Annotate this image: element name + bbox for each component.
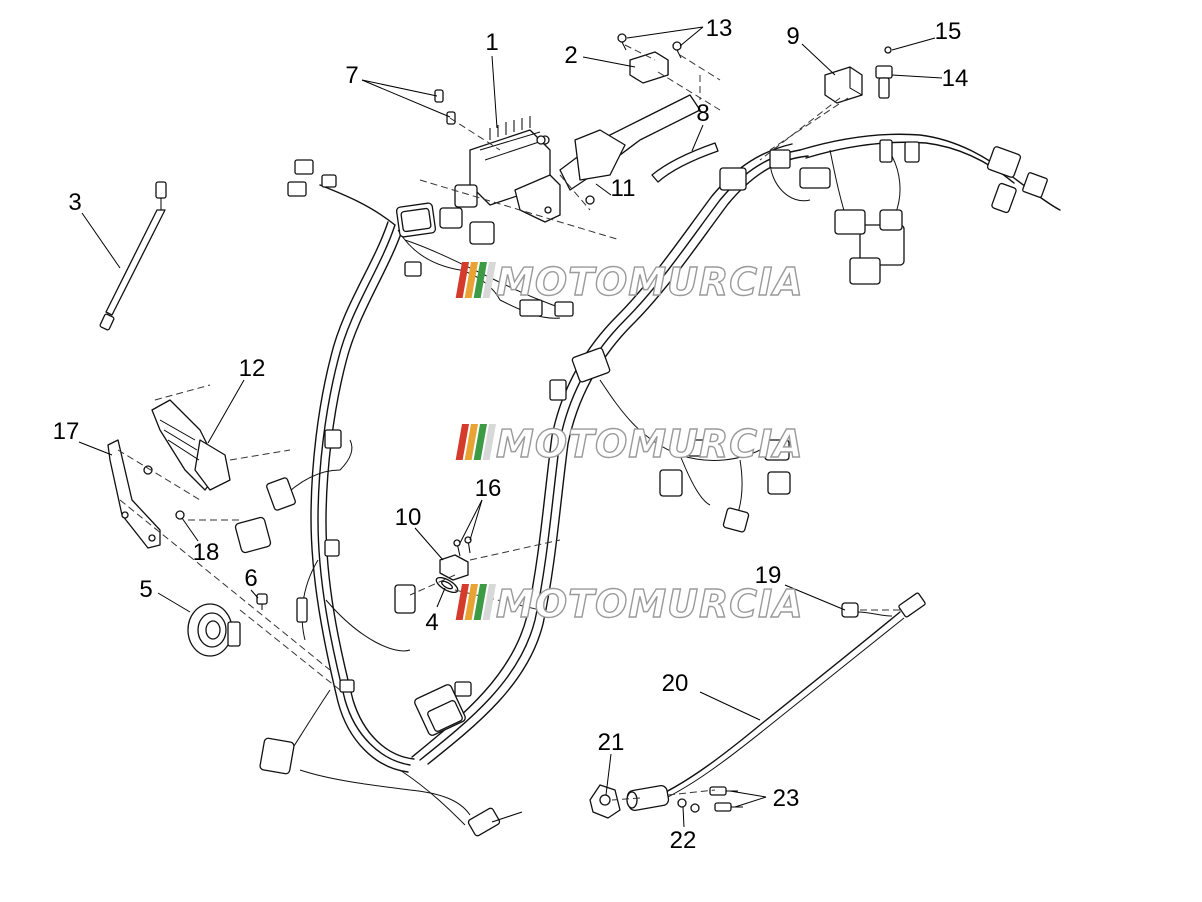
- part-6-bolt: [256, 593, 268, 610]
- watermark-stripe-orange: [464, 424, 478, 460]
- watermark-text: MOTOMURCIA: [496, 260, 804, 304]
- watermark-stripe-green: [473, 262, 487, 298]
- part-8-hose: [651, 142, 719, 183]
- watermark-stripe-orange: [464, 584, 478, 620]
- watermark-stripe-gray: [482, 584, 496, 620]
- part-19-connector: [841, 602, 859, 618]
- part-3-sensor-probe: [99, 181, 167, 331]
- watermark-middle: MOTOMURCIA: [455, 421, 804, 467]
- watermark-stripe-red: [455, 262, 469, 298]
- callout-14: 14: [942, 65, 969, 92]
- part-16-screws: [453, 536, 472, 557]
- callout-7: 7: [345, 62, 358, 89]
- part-15-screw: [884, 46, 892, 54]
- callout-11: 11: [611, 175, 636, 202]
- part-2-relay: [629, 51, 669, 84]
- callout-9: 9: [786, 23, 799, 50]
- part-5-horn: [187, 603, 241, 657]
- callout-1: 1: [485, 29, 498, 56]
- callout-6: 6: [244, 565, 257, 592]
- callout-2: 2: [564, 42, 577, 69]
- part-13-screws: [617, 33, 682, 59]
- part-23-screws: [709, 786, 743, 812]
- watermark-text: MOTOMURCIA: [496, 422, 804, 466]
- callout-8: 8: [696, 100, 709, 127]
- callout-23: 23: [773, 785, 800, 812]
- part-1-regulator: [439, 116, 551, 245]
- part-21-gasket: [589, 784, 621, 819]
- part-22-washers: [677, 798, 700, 813]
- callout-20: 20: [662, 670, 689, 697]
- watermark-stripe-gray: [482, 424, 496, 460]
- speed-sensor-body: [626, 784, 670, 812]
- part-18-screws: [143, 465, 185, 520]
- part-11-bracket: [514, 94, 701, 223]
- leader-lines: [78, 26, 943, 828]
- callout-4: 4: [425, 609, 438, 636]
- part-14-switch: [875, 65, 893, 99]
- callout-16: 16: [475, 475, 502, 502]
- part-17-bracket: [107, 439, 161, 549]
- part-7-screws: [434, 89, 546, 145]
- callout-3: 3: [68, 189, 81, 216]
- watermark-top: MOTOMURCIA: [455, 259, 804, 305]
- callout-12: 12: [239, 355, 266, 382]
- part-10-relay: [439, 554, 469, 581]
- callout-10: 10: [395, 504, 422, 531]
- part-20-sensor-cable: [659, 592, 926, 800]
- watermark-stripe-green: [473, 424, 487, 460]
- watermark-text: MOTOMURCIA: [496, 582, 804, 626]
- watermark-stripe-orange: [464, 262, 478, 298]
- callout-18: 18: [193, 539, 220, 566]
- part-12-control-unit: [151, 399, 231, 491]
- harness-connectors: [234, 139, 1048, 837]
- watermark-stripe-gray: [482, 262, 496, 298]
- callout-21: 21: [598, 729, 625, 756]
- watermark-bottom: MOTOMURCIA: [455, 581, 804, 627]
- assembly-lines: [117, 44, 900, 801]
- part-9-relay: [824, 66, 863, 104]
- callout-22: 22: [670, 827, 697, 854]
- callout-15: 15: [935, 18, 962, 45]
- callout-17: 17: [53, 418, 80, 445]
- callout-labels: 1 2 3 4 5 6 7 8 9 10 11 12 13 14 15 16 1…: [53, 15, 969, 854]
- callout-5: 5: [139, 576, 152, 603]
- watermark-stripe-green: [473, 584, 487, 620]
- callout-13: 13: [706, 15, 733, 42]
- watermark-stripe-red: [455, 584, 469, 620]
- callout-19: 19: [755, 562, 782, 589]
- watermark-stripe-red: [455, 424, 469, 460]
